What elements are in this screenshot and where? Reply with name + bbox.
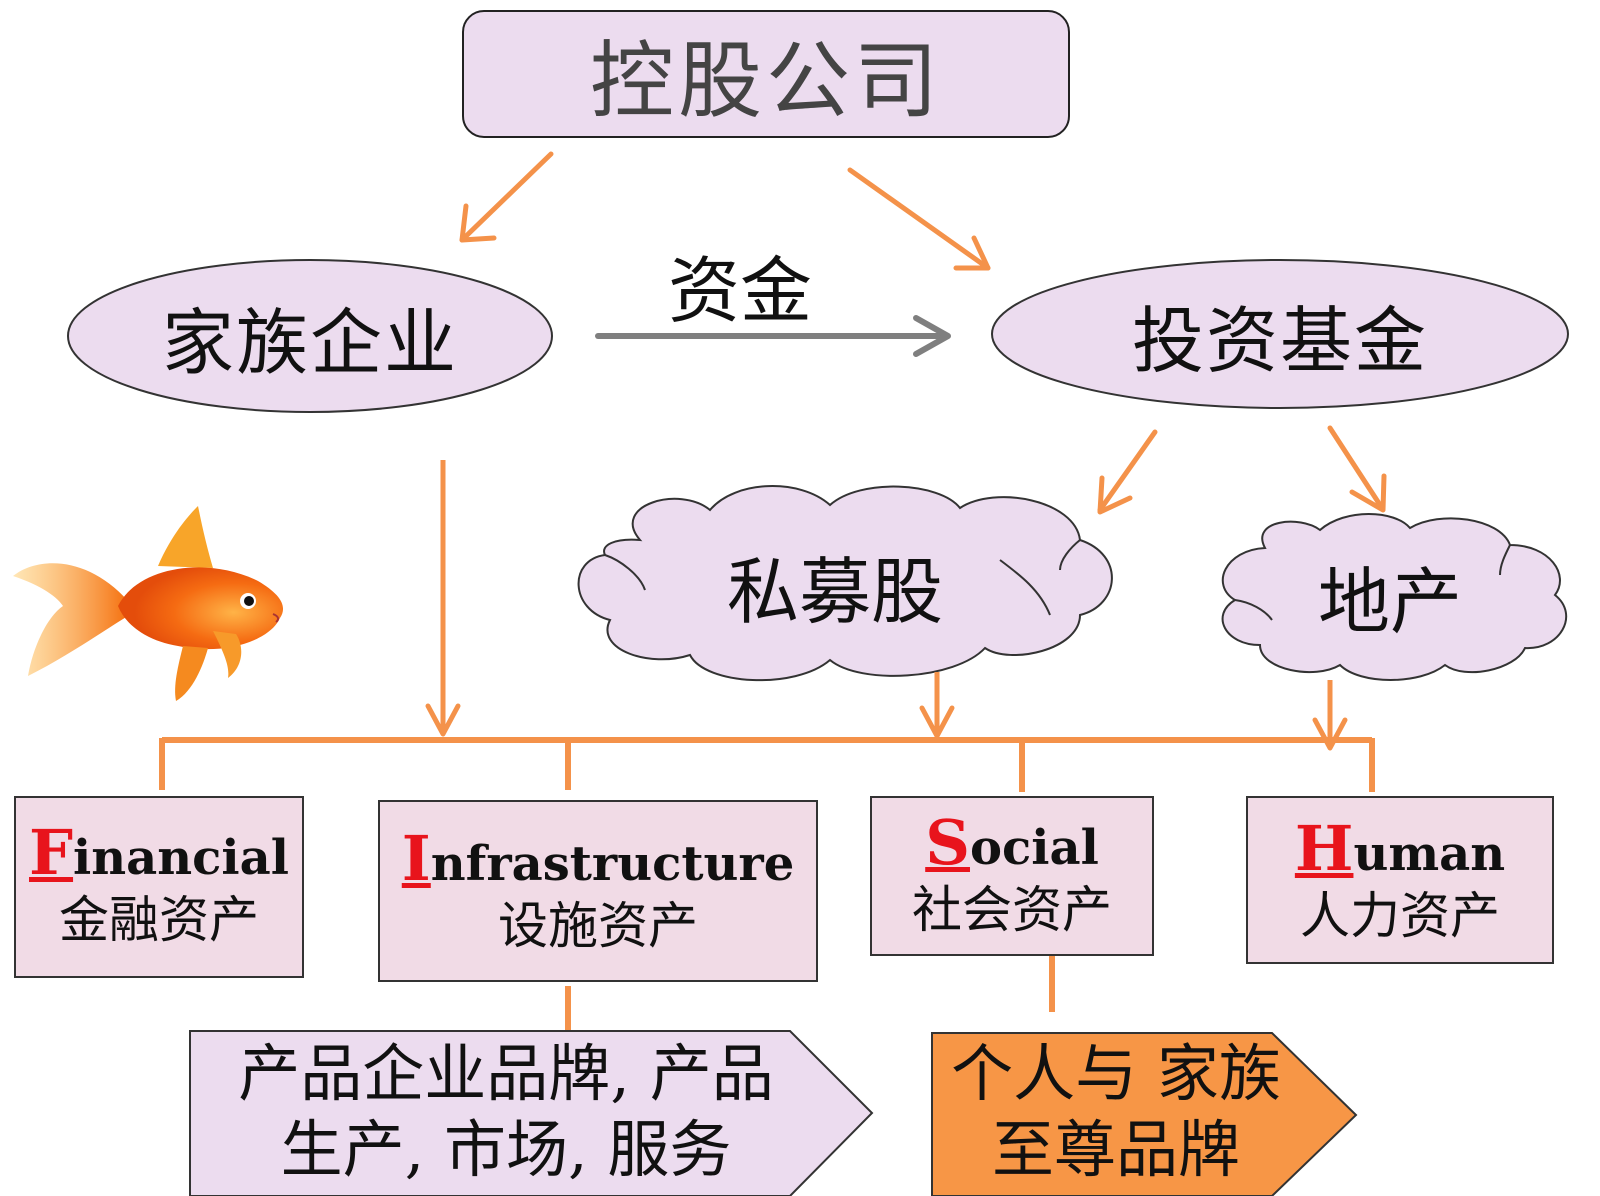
arrow-realestate-down-head [1312, 717, 1348, 751]
arrow-fund-to-realestate [1327, 425, 1385, 511]
funds-label: 资金 [668, 249, 813, 333]
arrow-pe-down-head [919, 705, 955, 739]
asset-human-zh: 人力资产 [1300, 887, 1500, 945]
asset-financial-initial: F [29, 816, 74, 889]
arrow-fund-to-pe [1097, 429, 1158, 513]
private-equity-cloud [577, 485, 1113, 682]
arrow-holding-to-fund [847, 167, 991, 271]
investment-fund-label: 投资基金 [1131, 298, 1428, 383]
investment-fund-node: 投资基金 [992, 260, 1568, 408]
asset-human-rest: uman [1353, 826, 1506, 882]
arrow-family-down-head [425, 703, 461, 737]
asset-social: Social 社会资产 [870, 796, 1154, 956]
private-equity-label: 私募股 [726, 549, 943, 634]
family-brand-banner-line1: 个人与 家族 [951, 1037, 1281, 1110]
family-business-label: 家族企业 [161, 300, 458, 385]
asset-social-zh: 社会资产 [912, 881, 1112, 939]
real-estate-node: 地产 [1240, 550, 1540, 644]
asset-infrastructure-rest: nfrastructure [430, 836, 795, 892]
real-estate-cloud [1221, 513, 1568, 681]
goldfish-icon [13, 506, 284, 701]
family-brand-banner-line2: 至尊品牌 [991, 1112, 1240, 1186]
asset-social-initial: S [925, 806, 970, 879]
products-banner: 产品企业品牌, 产品 生产, 市场, 服务 [196, 1036, 816, 1187]
arrow-holding-to-family-head [459, 203, 497, 243]
asset-social-title: Social [872, 812, 1152, 874]
private-equity-node: 私募股 [600, 540, 1070, 634]
arrow-fund-to-pe-head [1097, 475, 1133, 515]
holding-company-label: 控股公司 [589, 31, 942, 130]
asset-infrastructure-zh: 设施资产 [498, 897, 698, 955]
funds-arrow-head [913, 315, 951, 357]
arrow-holding-to-family [459, 151, 554, 243]
products-banner-shape [189, 1030, 874, 1196]
family-brand-banner-shape [931, 1032, 1358, 1196]
family-business-node: 家族企业 [68, 260, 552, 412]
asset-financial-zh: 金融资产 [59, 891, 259, 949]
asset-infrastructure-initial: I [401, 822, 431, 895]
asset-infrastructure-title: Infrastructure [380, 828, 816, 890]
asset-financial-rest: inancial [73, 830, 289, 886]
investment-fund-ellipse [991, 259, 1569, 409]
products-banner-line2: 生产, 市场, 服务 [280, 1112, 732, 1186]
asset-human: Human 人力资产 [1246, 796, 1554, 964]
arrow-holding-to-fund-head [953, 235, 991, 271]
asset-infrastructure: Infrastructure 设施资产 [378, 800, 818, 982]
asset-financial: Financial 金融资产 [14, 796, 304, 978]
asset-human-title: Human [1248, 818, 1552, 880]
real-estate-label: 地产 [1317, 559, 1462, 644]
family-brand-banner: 个人与 家族 至尊品牌 [936, 1036, 1296, 1187]
family-business-ellipse [67, 259, 553, 413]
asset-social-rest: ocial [969, 820, 1099, 876]
asset-financial-title: Financial [16, 822, 302, 884]
asset-human-initial: H [1294, 812, 1354, 885]
arrow-fund-to-realestate-head [1349, 473, 1387, 513]
holding-company-box: 控股公司 [462, 10, 1070, 138]
products-banner-line1: 产品企业品牌, 产品 [238, 1037, 774, 1110]
